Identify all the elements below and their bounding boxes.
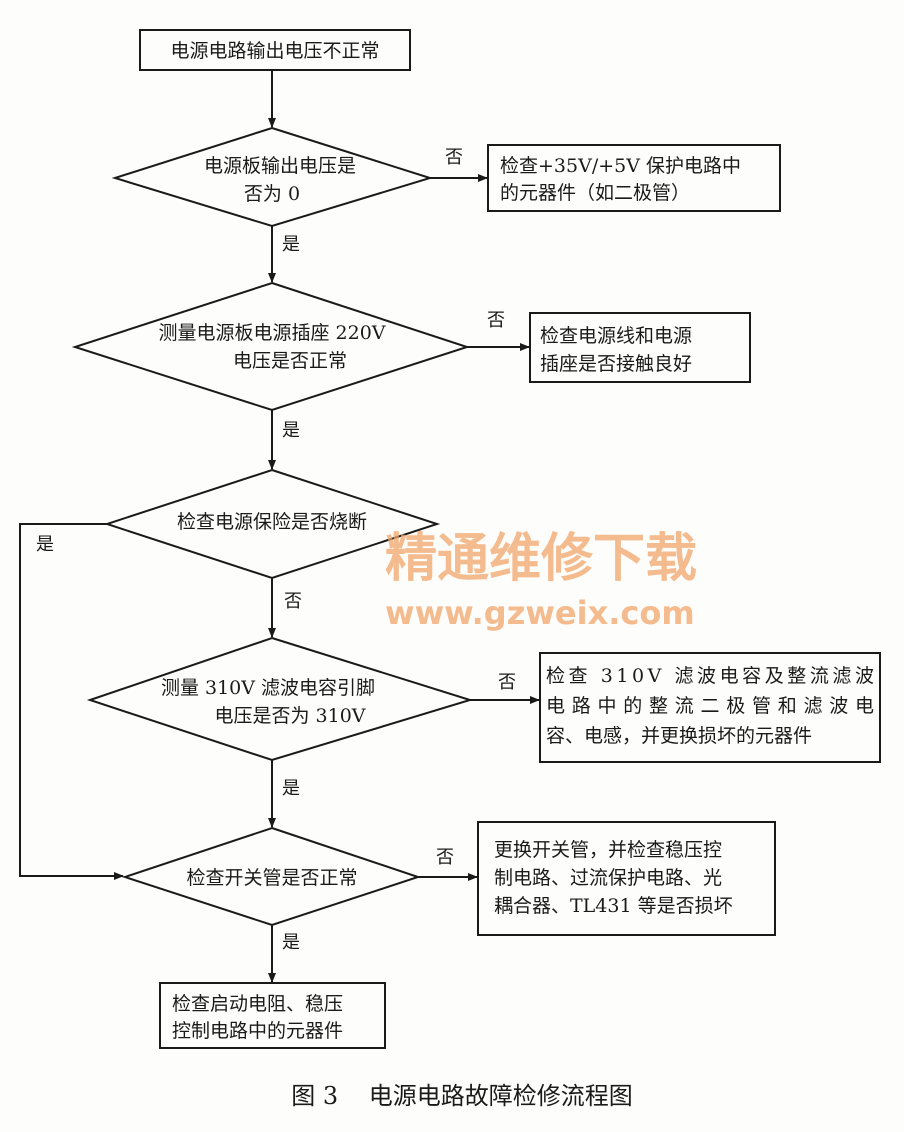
action-text: 检查启动电阻、稳压 (172, 993, 343, 1015)
decision-socket-220v (71, 281, 471, 412)
yes-label: 是 (282, 778, 300, 799)
action-box-power-cord (529, 312, 751, 383)
action-text: 制电路、过流保护电路、光 (494, 867, 722, 889)
decision-text: 否为 0 (244, 183, 300, 205)
watermark-title: 精通维修下载 (385, 528, 697, 589)
no-label: 否 (436, 847, 454, 868)
watermark-url: www.gzweix.com (385, 594, 695, 632)
action-text: 检查+35V/+5V 保护电路中 (500, 155, 741, 177)
start-box (139, 29, 411, 71)
no-label: 否 (284, 591, 302, 612)
decision-text: 电压是否正常 (233, 350, 347, 372)
action-text: 插座是否接触良好 (540, 353, 692, 375)
decision-text: 电源板输出电压是 (204, 155, 356, 177)
action-text: 的元器件（如二极管） (500, 182, 690, 204)
action-text: 控制电路中的元器件 (172, 1020, 343, 1042)
yes-label: 是 (36, 534, 54, 555)
decision-text: 检查电源保险是否烧断 (177, 511, 367, 533)
decision-310v-capacitor (86, 636, 474, 762)
decision-text: 测量电源板电源插座 220V (158, 322, 385, 344)
action-text: 耦合器、TL431 等是否损坏 (494, 895, 733, 917)
action-text: 检查电源线和电源 (540, 325, 692, 347)
decision-text: 电压是否为 310V (214, 705, 365, 727)
action-text: 检查 310V 滤波电容及整流滤波 (546, 665, 874, 687)
action-box-protection (487, 144, 781, 212)
decision-text: 检查开关管是否正常 (186, 867, 357, 889)
figure-caption: 图 3 电源电路故障检修流程图 (291, 1082, 632, 1110)
action-text: 更换开关管，并检查稳压控 (494, 839, 722, 861)
action-box-switch-replace (477, 821, 776, 936)
yes-bypass-arrow (19, 523, 124, 880)
action-box-startup-resistor (159, 982, 386, 1049)
yes-label: 是 (282, 420, 300, 441)
decision-output-zero (111, 126, 434, 228)
start-text: 电源电路输出电压不正常 (170, 40, 379, 62)
action-text: 电路中的整流二极管和滤波电 (546, 695, 874, 717)
action-box-filter (539, 652, 881, 763)
yes-label: 是 (282, 234, 300, 255)
decision-text: 测量 310V 滤波电容引脚 (161, 677, 375, 699)
no-label: 否 (487, 310, 505, 331)
yes-label: 是 (282, 932, 300, 953)
action-text: 容、电感，并更换损坏的元器件 (546, 725, 812, 747)
no-label: 否 (498, 672, 516, 693)
no-label: 否 (445, 147, 463, 168)
